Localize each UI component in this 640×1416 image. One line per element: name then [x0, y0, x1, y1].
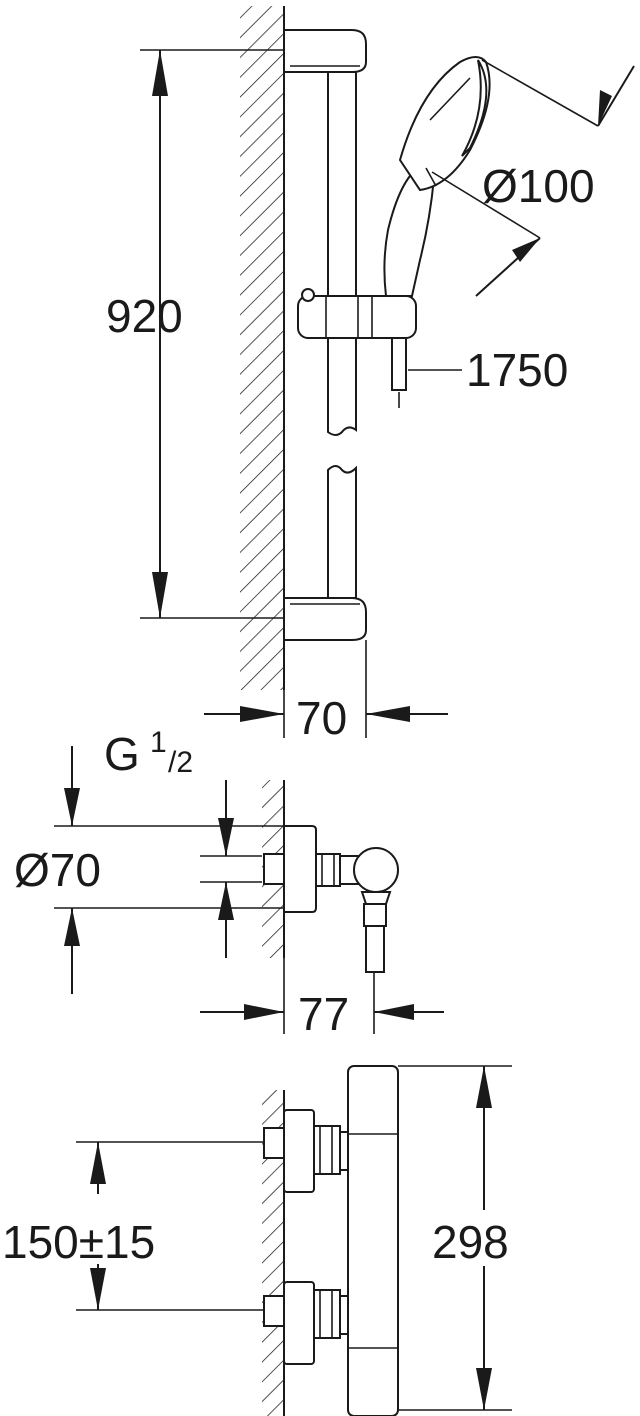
upper-rail-bracket: [283, 29, 367, 73]
rail-bar-lower: [327, 465, 357, 599]
rail-bar-upper: [327, 71, 357, 436]
dim-label-mixer-depth: 77: [298, 988, 349, 1040]
rail-slider: [297, 288, 417, 339]
dim-inlet-spacing: 150±15: [2, 1141, 264, 1311]
dim-label-thread-den: /2: [168, 746, 193, 779]
dim-label-hose-length: 1750: [466, 344, 568, 396]
hand-shower: [383, 56, 491, 408]
thermostat-body: [347, 1065, 399, 1416]
dim-label-rail-depth: 70: [296, 692, 347, 744]
upper-inlet: [263, 1109, 353, 1193]
dim-handshower-diameter: Ø100: [431, 59, 635, 297]
dim-label-inlet-spacing: 150±15: [2, 1216, 155, 1268]
dim-label-thread: G: [104, 728, 140, 780]
lower-rail-bracket: [283, 597, 367, 641]
dim-label-mixer-height: 298: [432, 1216, 509, 1268]
dim-label-rosette-diameter: Ø70: [14, 844, 101, 896]
dim-label-handshower-diameter: Ø100: [482, 160, 595, 212]
dim-label-thread-num: 1: [150, 726, 167, 759]
mixer-rosette-side: [263, 825, 399, 973]
dim-rosette-diameter: Ø70: [14, 746, 284, 994]
rail-view: 920 Ø100 1750 70: [106, 6, 635, 744]
dim-mixer-height: 298: [398, 1065, 512, 1411]
dim-hose-length: 1750: [408, 344, 568, 396]
dim-mixer-depth: 77: [200, 958, 444, 1040]
dim-920: 920: [106, 49, 284, 619]
mixer-side-view: G 1 /2 Ø70 77: [14, 726, 444, 1040]
dim-label-rail-height: 920: [106, 290, 183, 342]
mixer-front-view: 150±15 298: [2, 1065, 512, 1416]
dim-rail-depth: 70: [204, 640, 448, 744]
dim-thread: G 1 /2: [104, 726, 262, 958]
wall-section-top: [240, 6, 285, 690]
